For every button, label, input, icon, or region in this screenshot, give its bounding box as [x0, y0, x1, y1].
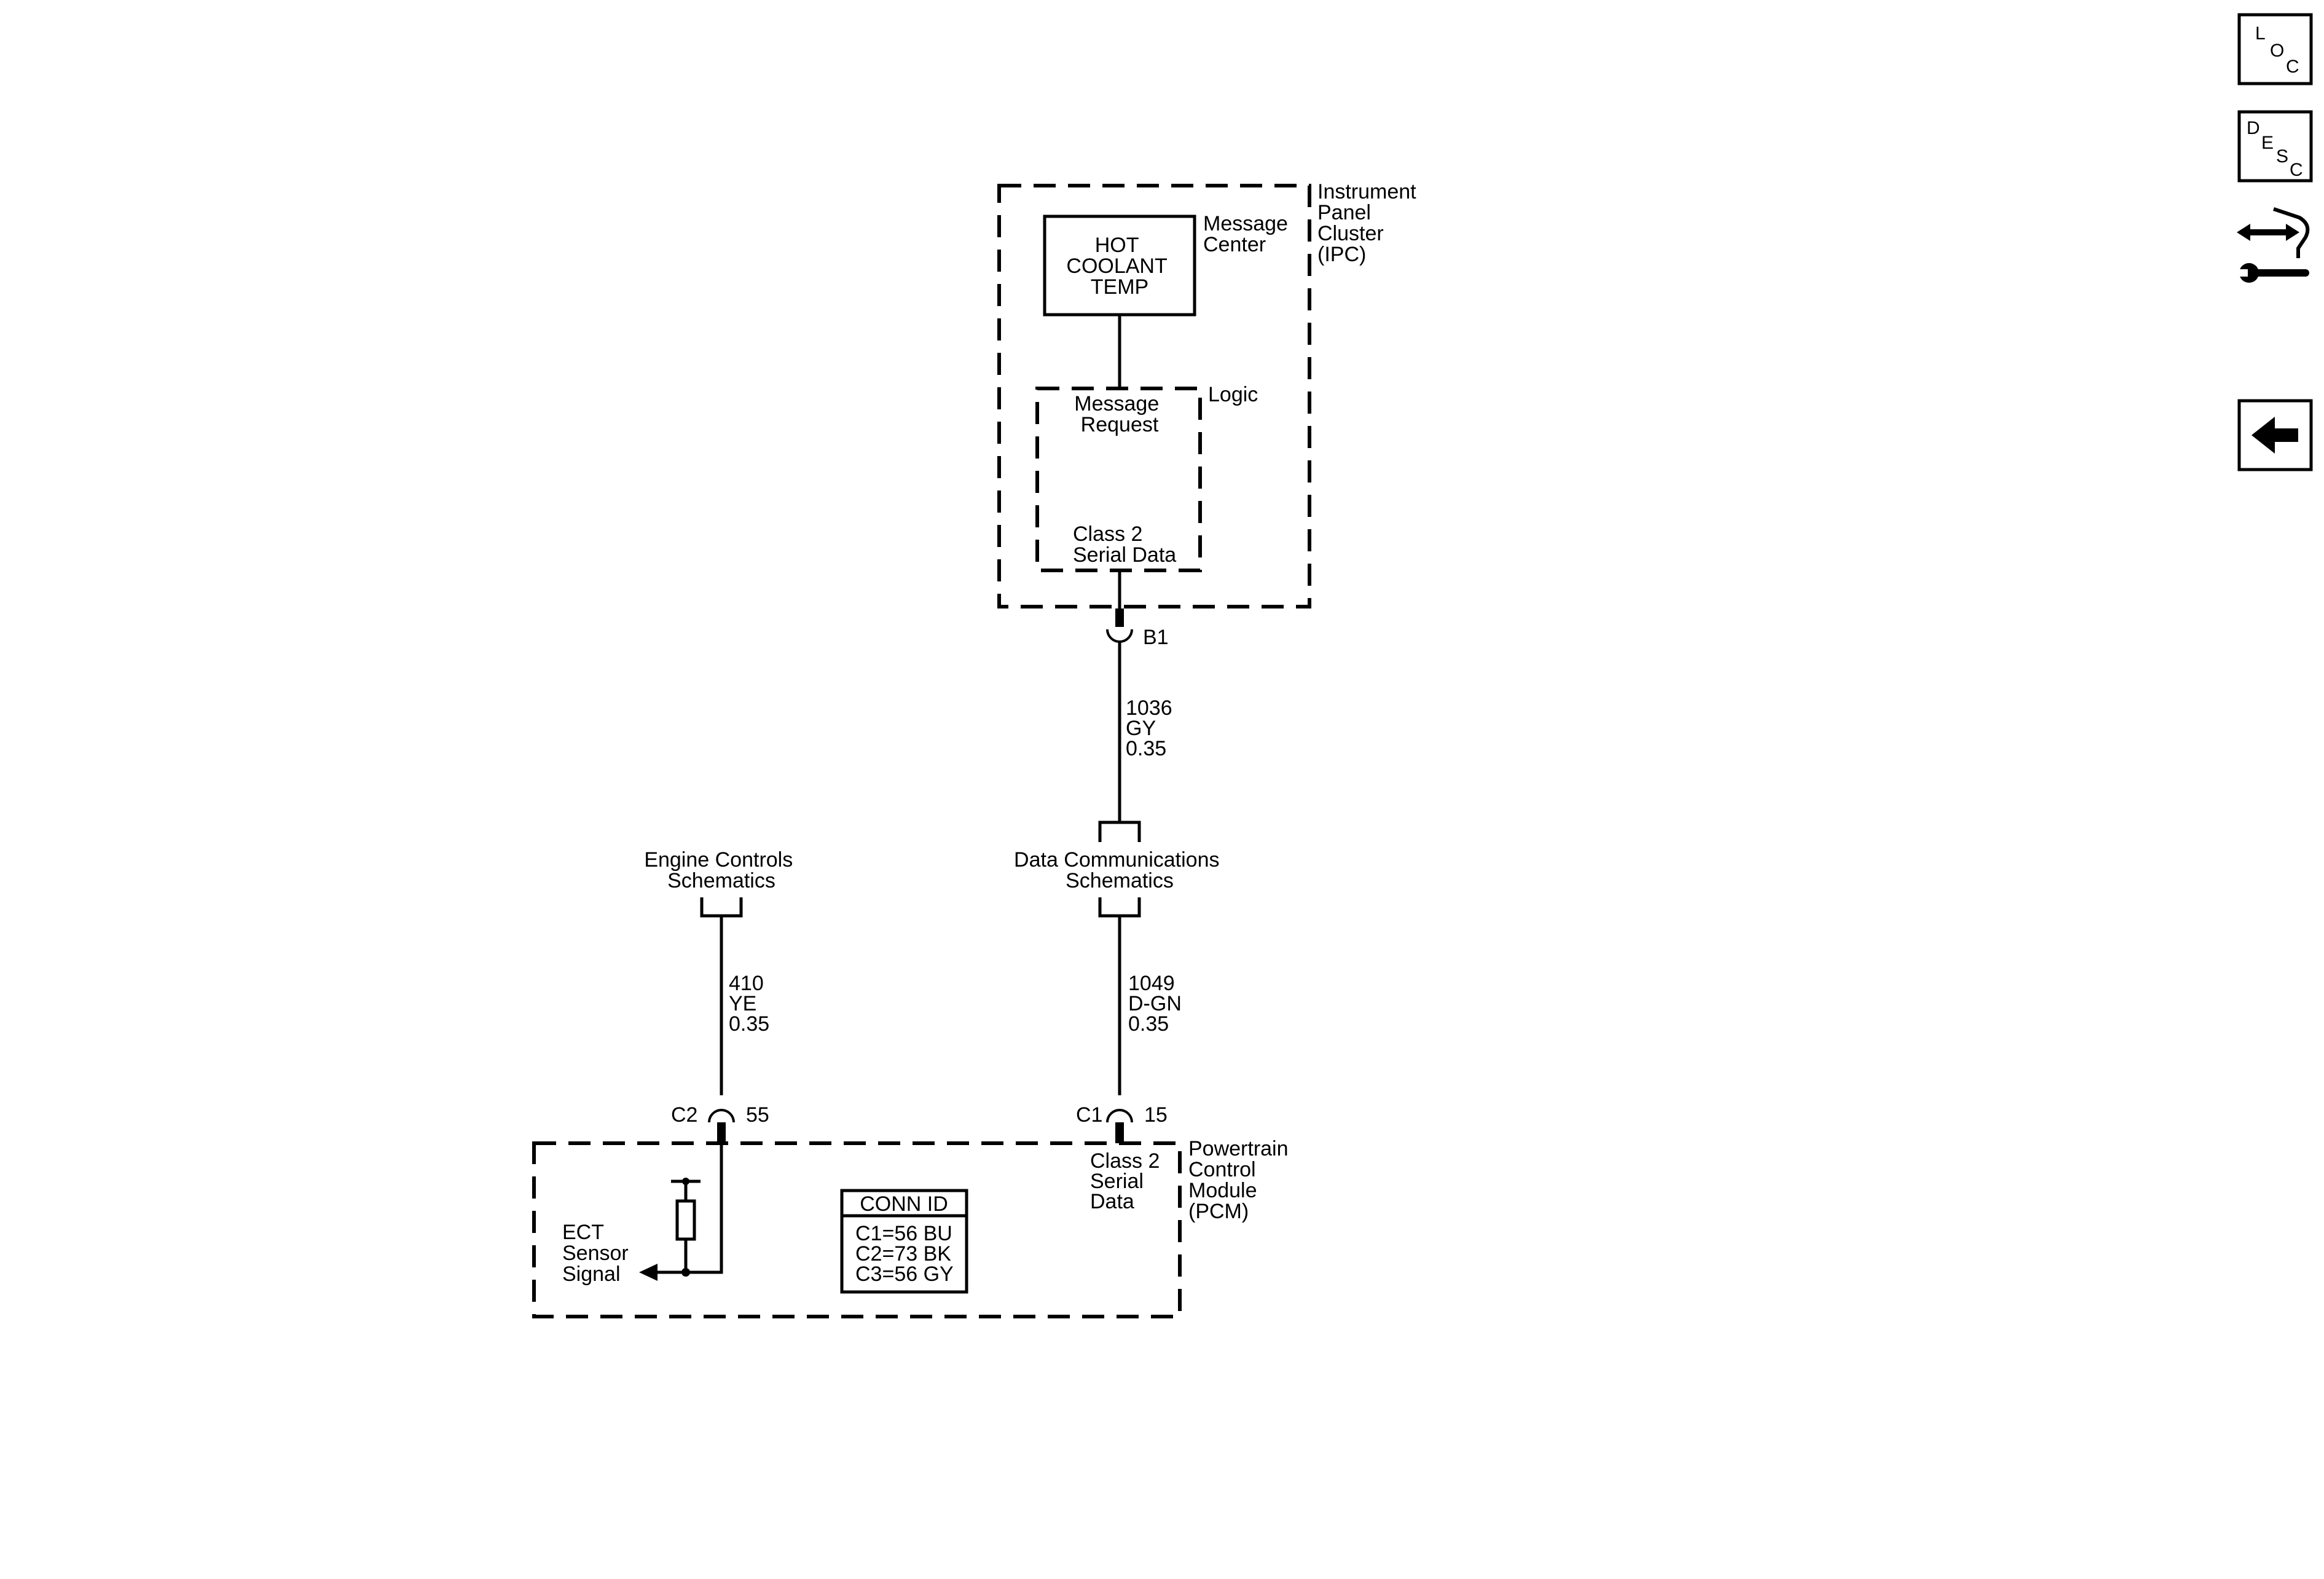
loc-letter-c: C: [2286, 57, 2299, 77]
conn-id-header: CONN ID: [860, 1192, 948, 1216]
conn-id-row: C3=56 GY: [855, 1262, 954, 1286]
wire-1036-label: 1036 GY 0.35: [1126, 696, 1178, 760]
ect-sensor-label: ECT Sensor Signal: [562, 1221, 634, 1286]
connector-c2: C2 55: [671, 1103, 769, 1143]
pcm-boundary: [532, 1141, 1182, 1318]
desc-letter-e: E: [2261, 133, 2274, 153]
wrench-head-icon: [2239, 263, 2259, 283]
loc-letter-l: L: [2255, 23, 2266, 44]
ipc-serial-data-label: Class 2 Serial Data: [1073, 522, 1176, 567]
message-center-label: Message Center: [1203, 212, 1294, 256]
conn-id-table: CONN ID C1=56 BU C2=73 BK C3=56 GY: [840, 1189, 968, 1294]
pcm-serial-data-label: Class 2 Serial Data: [1090, 1149, 1166, 1213]
connector-c2-symbol: [708, 1109, 735, 1123]
connector-c2-terminal: [717, 1122, 726, 1143]
connector-c1-pin: 15: [1144, 1103, 1168, 1127]
ipc-terminal: [1115, 608, 1124, 627]
connector-b1-label: B1: [1143, 626, 1169, 649]
loc-button-frame[interactable]: [2237, 13, 2313, 85]
ipc-name: Instrument Panel Cluster (IPC): [1317, 180, 1422, 266]
engine-controls-reference: Engine Controls Schematics: [644, 848, 798, 918]
connector-c2-id: C2: [671, 1103, 697, 1127]
logic-label: Logic: [1208, 383, 1258, 406]
wire-410-label: 410 YE 0.35: [729, 972, 769, 1036]
connector-c2-pin: 55: [746, 1103, 769, 1127]
ect-internal-wire: [686, 1143, 723, 1274]
engine-controls-label: Engine Controls Schematics: [644, 848, 798, 892]
desc-letter-c: C: [2290, 160, 2303, 180]
engine-controls-bracket: [700, 897, 743, 918]
ipc-boundary: [997, 184, 1311, 608]
connector-outline-icon: [2273, 207, 2310, 258]
conn-id-row: C2=73 BK: [855, 1242, 951, 1266]
data-communications-label: Data Communications Schematics: [1014, 848, 1225, 892]
back-arrow-icon: [2251, 417, 2298, 454]
ect-pullup-resistor: [675, 1199, 696, 1241]
ect-signal-arrow-icon: [639, 1264, 658, 1281]
connector-b1: B1: [1106, 626, 1169, 649]
conn-id-row: C1=56 BU: [855, 1222, 952, 1245]
loc-button[interactable]: L O C: [2237, 13, 2313, 85]
conn-id-frame: [840, 1189, 968, 1294]
message-center-display-text: HOT COOLANT TEMP: [1066, 234, 1172, 299]
ipc-module: Instrument Panel Cluster (IPC) HOT COOLA…: [997, 180, 1422, 627]
message-request-label: Message Request: [1074, 392, 1164, 436]
connector-c1-terminal: [1115, 1122, 1124, 1143]
data-comm-bracket-bottom: [1098, 897, 1141, 918]
connector-repair-icon[interactable]: [2237, 207, 2310, 283]
wrench-jaw-icon: [2237, 269, 2248, 277]
double-arrow-right-head-icon: [2286, 224, 2299, 241]
connector-c1-id: C1: [1076, 1103, 1102, 1127]
desc-button[interactable]: D E S C: [2237, 110, 2313, 183]
wire-1049-label: 1049 D-GN 0.35: [1128, 972, 1187, 1036]
data-comm-bracket-top: [1098, 821, 1141, 842]
connector-c1-symbol: [1106, 1109, 1133, 1123]
loc-letter-o: O: [2270, 41, 2284, 61]
connector-b1-symbol: [1106, 629, 1133, 643]
data-communications-reference: Data Communications Schematics: [1014, 821, 1225, 918]
connector-c1: C1 15: [1076, 1103, 1168, 1143]
back-button[interactable]: [2237, 399, 2313, 471]
pcm-name: Powertrain Control Module (PCM): [1188, 1137, 1294, 1223]
double-arrow-left-head-icon: [2237, 224, 2250, 241]
desc-letter-d: D: [2247, 118, 2260, 138]
desc-button-frame[interactable]: [2237, 110, 2313, 183]
pcm-module: Powertrain Control Module (PCM) Class 2 …: [532, 1137, 1294, 1318]
desc-letter-s: S: [2276, 146, 2288, 167]
